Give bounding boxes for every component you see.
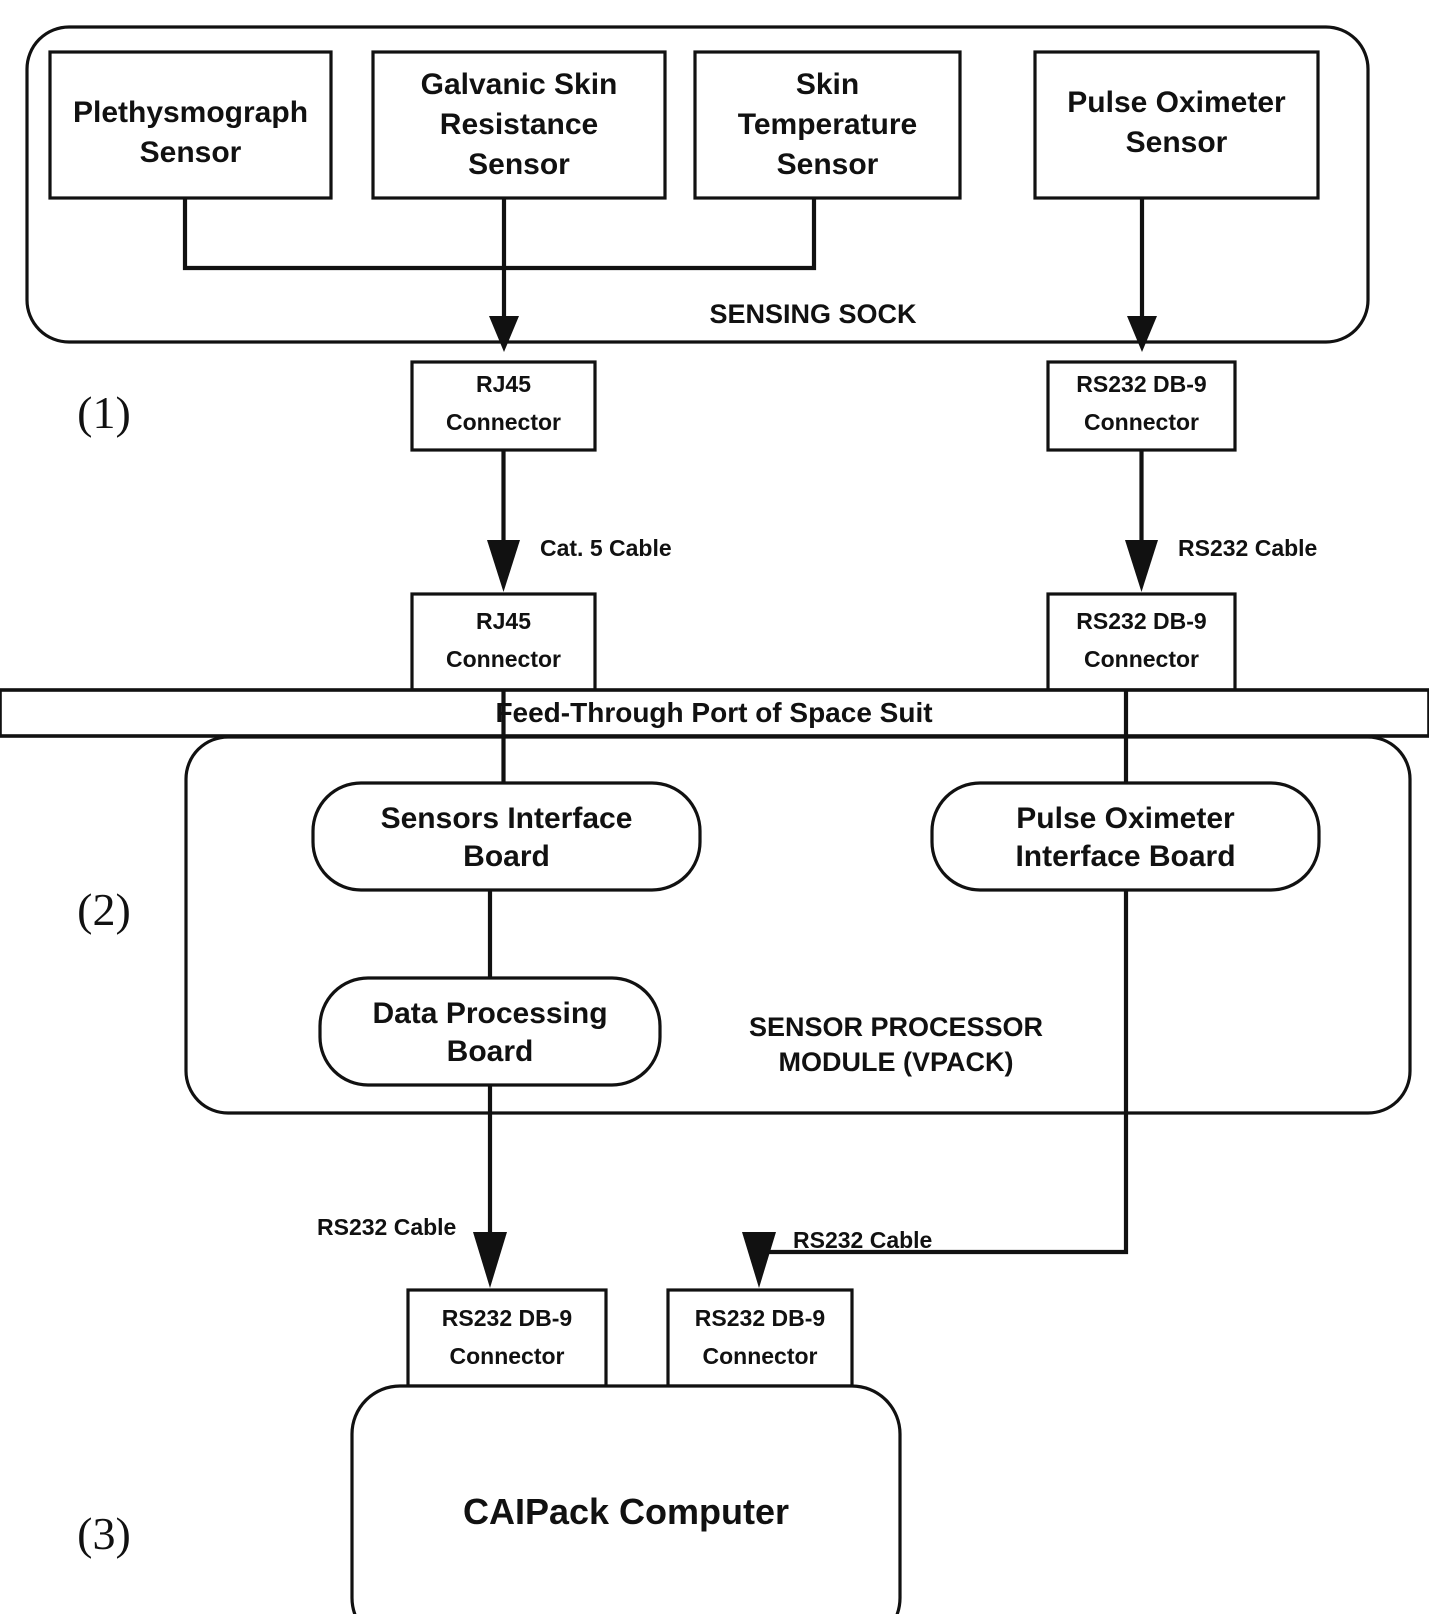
rs232-caipack-right-connector-box[interactable] [666,1288,854,1388]
arrow-into-rj45-port [487,540,520,592]
cat5-cable-label: Cat. 5 Cable [540,535,672,561]
rs232-caipack-right-connector-label-line2: Connector [703,1343,818,1369]
rs232-sock-connector-label-line2: Connector [1084,409,1199,435]
rj45-sock-connector-label-line2: Connector [446,409,561,435]
skin-temperature-sensor-label-line2: Temperature [738,108,918,141]
rs232-data-processing-cable-label: RS232 Cable [317,1214,456,1240]
wire-skin-temperature-to-bus [504,198,817,271]
caipack-computer-box[interactable] [350,1384,902,1614]
galvanic-skin-resistance-sensor-label-line2: Resistance [440,108,598,141]
pulse-oximeter-interface-board-label-line2: Interface Board [1015,840,1235,873]
plethysmograph-sensor-label-line2: Sensor [140,136,242,169]
sensors-interface-board-box[interactable] [311,781,702,892]
rs232-caipack-left-connector-box[interactable] [406,1288,608,1388]
vpack-container [184,735,1412,1115]
arrow-into-rs232-sock [1127,316,1157,352]
rs232-port-connector-label-line1: RS232 DB-9 [1076,608,1206,634]
sensing-sock-container [25,25,1370,344]
wire-plethysmograph-to-bus [182,198,504,271]
plethysmograph-sensor-box[interactable] [48,50,333,200]
pulse-oximeter-interface-board-box[interactable] [930,781,1321,892]
rj45-sock-connector-label-line1: RJ45 [476,371,531,397]
skin-temperature-sensor-label-line1: Skin [796,68,859,101]
pulse-oximeter-sensor-label-line2: Sensor [1126,126,1228,159]
stage-2-label: (2) [77,884,131,935]
caipack-computer-label: CAIPack Computer [463,1491,789,1532]
pulse-oximeter-sensor-label-line1: Pulse Oximeter [1067,86,1286,119]
data-processing-board-box[interactable] [318,976,662,1087]
arrow-into-rs232-caipack-left [473,1232,507,1288]
skin-temperature-sensor-label-line3: Sensor [777,148,879,181]
galvanic-skin-resistance-sensor-label-line3: Sensor [468,148,570,181]
rj45-port-connector-label-line2: Connector [446,646,561,672]
rs232-caipack-right-connector-label-line1: RS232 DB-9 [695,1305,825,1331]
plethysmograph-sensor-label-line1: Plethysmograph [73,96,308,129]
feed-through-port-label: Feed-Through Port of Space Suit [495,697,932,728]
pulse-oximeter-sensor-box[interactable] [1033,50,1320,200]
rs232-caipack-left-connector-label-line2: Connector [450,1343,565,1369]
sensors-interface-board-label-line1: Sensors Interface [381,802,633,835]
data-processing-board-label-line1: Data Processing [372,997,607,1030]
stage-1-label: (1) [77,387,131,438]
data-processing-board-label-line2: Board [447,1035,534,1068]
stage-3-label: (3) [77,1508,131,1559]
rs232-port-connector-label-line2: Connector [1084,646,1199,672]
arrow-into-rj45-sock [489,316,519,352]
rs232-sock-connector-label-line1: RS232 DB-9 [1076,371,1206,397]
rs232-caipack-left-connector-label-line1: RS232 DB-9 [442,1305,572,1331]
arrow-into-rs232-caipack-right [742,1232,776,1288]
rj45-sock-connector-box[interactable] [410,360,597,452]
arrow-into-rs232-port [1125,540,1158,592]
rs232-port-connector-box[interactable] [1046,592,1237,692]
sensors-interface-board-label-line2: Board [463,840,550,873]
rj45-port-connector-label-line1: RJ45 [476,608,531,634]
rj45-port-connector-box[interactable] [410,592,597,692]
galvanic-skin-resistance-sensor-box[interactable] [371,50,667,200]
pulse-oximeter-interface-board-label-line1: Pulse Oximeter [1016,802,1235,835]
skin-temperature-sensor-box[interactable] [693,50,962,200]
rs232-pulse-oximeter-cable-label: RS232 Cable [793,1227,932,1253]
galvanic-skin-resistance-sensor-label-line1: Galvanic Skin [421,68,618,101]
vpack-group-label-line2: MODULE (VPACK) [779,1047,1014,1077]
rs232-sock-cable-label: RS232 Cable [1178,535,1317,561]
sensing-sock-group-label: SENSING SOCK [709,299,917,329]
vpack-group-label-line1: SENSOR PROCESSOR [749,1012,1043,1042]
